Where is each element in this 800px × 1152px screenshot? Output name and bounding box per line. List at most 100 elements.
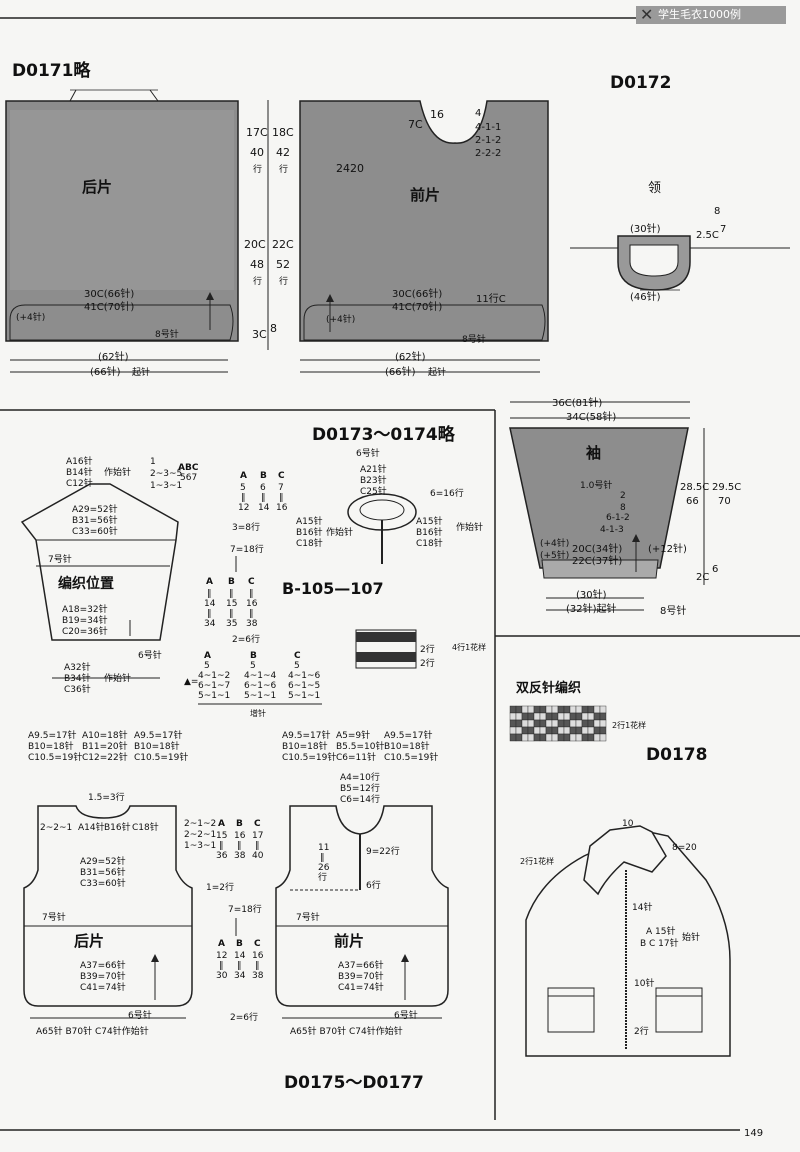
d0175-back-w-2: C33=60针	[80, 877, 126, 889]
d0178-n2: 2行	[634, 1025, 649, 1037]
tr-1-2: C12=22针	[82, 751, 128, 763]
d0171-hang-4: 行	[279, 275, 288, 287]
d0173-abc-columns: A 5 ‖ 12 B 6 ‖ 14 C 7 ‖ 16 3=8行 7=18行 A …	[204, 471, 288, 645]
tr2-0-0: A9.5=17针	[282, 729, 330, 741]
rib-cell	[527, 719, 535, 728]
sleeve-right-c: 29.5C	[712, 482, 741, 493]
d0173-ref: B-105—107	[282, 579, 384, 598]
rib-cell	[509, 719, 517, 728]
mc2-2-0: C	[254, 939, 261, 949]
d0171-mid-c: 20C	[244, 238, 266, 251]
incr-c-0: C	[294, 651, 301, 661]
d0175-code: D0175～D0177	[284, 1073, 424, 1093]
stripe-r-0: 2行	[420, 643, 435, 655]
d0171-neck-dec-3: 2-2-2	[475, 148, 501, 159]
collar-top-0: A21针	[360, 463, 387, 475]
tr2-1-1: B5.5=10针	[336, 740, 384, 752]
rib-cell	[521, 712, 529, 721]
sleeve-piece	[509, 401, 705, 611]
tr-2-1: B10=18针	[134, 740, 180, 752]
d0171-front-extra: 11行C	[476, 292, 506, 305]
mc2-0-1: 12	[216, 951, 227, 961]
d0173-cast-1: B34针	[64, 672, 91, 684]
d0171-cast1-front: (62针)	[395, 350, 426, 363]
side-dec-1: 2~2~1	[184, 830, 216, 840]
d0171-front-width1: 30C(66针)	[392, 287, 442, 300]
d0175-neck-back-dec: 2~2~1	[40, 823, 72, 833]
sleeve-dec-4: 4-1-3	[600, 525, 624, 535]
d0175-top-row-labels: A9.5=17针 B10=18针 C10.5=19针 A10=18针 B11=2…	[28, 729, 438, 763]
sleeve-plus12: (+12针)	[648, 542, 687, 555]
d0175-front-bot-1: B39=70针	[338, 970, 384, 982]
d0175-front-bot-0: A37=66针	[338, 959, 384, 971]
rib-cell	[599, 733, 607, 742]
sleeve-bottom-r: 6	[712, 564, 718, 575]
d0172-collar-r: 7	[720, 224, 726, 235]
d0171-back-plus4: (+4针)	[16, 311, 45, 323]
sleeve-dec-1: 2	[620, 491, 626, 501]
d0172-collar-c: 2.5C	[696, 230, 719, 241]
d0171-code: D0171略	[12, 60, 91, 81]
d0175-front-needle6: 6号针	[394, 1009, 418, 1021]
d0175-mid-columns: 2~1~2 2~2~1 1~3~1 A 15 ‖ 36 B 16 ‖ 38 C …	[184, 819, 264, 1023]
col-a-1: 5	[240, 483, 246, 493]
rib-cell	[515, 705, 523, 714]
rib-cell	[533, 705, 541, 714]
mc2-2-2: ‖	[255, 961, 260, 971]
d0171-mid-r: 48	[250, 258, 264, 271]
d0175-back-w-0: A29=52针	[80, 855, 126, 867]
rib-cell	[599, 712, 607, 721]
rib-cell	[599, 719, 607, 728]
d0175-back-yoke-1: B16针	[104, 821, 131, 833]
rib-cell	[569, 712, 577, 721]
sleeve-dec-2: 8	[620, 503, 626, 513]
d0173-cast-0: A32针	[64, 661, 91, 673]
tr2-1-2: C6=11针	[336, 751, 376, 763]
rib-cell	[533, 719, 541, 728]
row-18: 7=18行	[230, 543, 264, 555]
rib-cell	[557, 712, 565, 721]
collar-right-2: C18针	[416, 537, 443, 549]
collar-left-2: C18针	[296, 537, 323, 549]
rib-cell	[539, 726, 547, 735]
rib-cell	[527, 726, 535, 735]
rib-cell	[575, 719, 583, 728]
d0175-back-w-1: B31=56针	[80, 866, 126, 878]
tr-2-0: A9.5=17针	[134, 729, 182, 741]
col2-a-0: A	[206, 577, 213, 587]
rib-cell	[533, 733, 541, 742]
col-b-2: ‖	[261, 493, 266, 503]
tr2-1-0: A5=9针	[336, 729, 370, 741]
col-c-1: 7	[278, 483, 284, 493]
d0175-front-neck-2: C6=14行	[340, 793, 380, 805]
col2-b-3: ‖	[229, 609, 234, 619]
sleeve-bottom-c: 2C	[696, 572, 709, 583]
d0173-yoke-2: C12针	[66, 477, 93, 489]
book-title-banner: 学生毛衣1000例	[636, 6, 786, 24]
d0175-front-neck-1: B5=12行	[340, 782, 380, 794]
mc-1-3: 38	[234, 851, 246, 861]
incr-b-3: 6~1~6	[244, 681, 277, 691]
d0173-yoke-dec-1: 2~3~5	[150, 469, 182, 479]
mc-0-1: 15	[216, 831, 227, 841]
d0172-collar-label: 领	[648, 181, 661, 196]
d0171-neck-dec-0: 4	[475, 108, 481, 119]
rib-cell	[545, 705, 553, 714]
double-rib-note: 2行1花样	[612, 720, 646, 730]
d0175-back-label: 后片	[74, 932, 104, 950]
incr-label: 增针	[250, 708, 266, 718]
col-a-2: ‖	[241, 493, 246, 503]
d0173-abc-vals: 567	[180, 473, 197, 483]
rib-cell	[593, 726, 601, 735]
d0173-collar-diagram: 6号针 A21针 B23针 C25针 6=16行 A15针 B16针 C18针 …	[296, 447, 483, 564]
incr-a-1: 5	[204, 661, 210, 671]
rib-cell	[539, 705, 547, 714]
d0173-yoke-dec-2: 1~3~1	[150, 481, 182, 491]
d0173-bot-w-2: C20=36针	[62, 625, 108, 637]
d0175-back-piece	[23, 805, 193, 1019]
d0171-neck-dec-2: 2-1-2	[475, 135, 501, 146]
sleeve-cast2: (32针)起针	[566, 602, 617, 615]
rib-cell	[569, 705, 577, 714]
mr-2: 2=6行	[230, 1011, 258, 1023]
mc-0-0: A	[218, 819, 225, 829]
